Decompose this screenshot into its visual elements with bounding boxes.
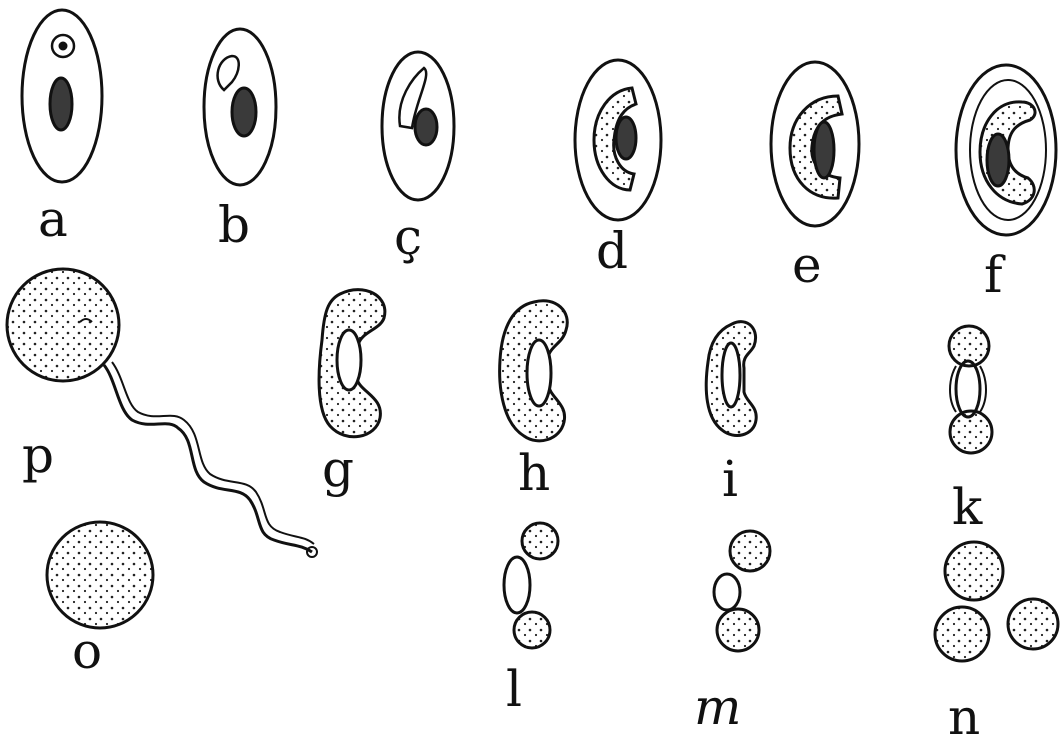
label-m: m (694, 678, 741, 736)
label-h: h (518, 444, 550, 502)
label-e: e (792, 236, 822, 294)
label-o: o (72, 622, 102, 680)
cell-g (319, 290, 385, 437)
cell-l (504, 523, 558, 648)
label-l: l (506, 660, 522, 718)
cell-o (47, 522, 153, 628)
label-b: b (218, 196, 250, 254)
label-i: i (722, 450, 738, 508)
label-p: p (22, 426, 54, 484)
cell-c (382, 52, 454, 200)
label-a: a (38, 190, 68, 248)
label-k: k (952, 478, 983, 536)
label-g: g (322, 440, 354, 498)
cell-p (7, 269, 317, 557)
cell-e (771, 62, 859, 226)
label-d: d (596, 222, 628, 280)
cell-i (706, 322, 756, 436)
cell-h (500, 301, 568, 441)
cell-f (956, 65, 1056, 235)
cell-m (714, 531, 770, 651)
cell-d (575, 60, 661, 220)
cell-b (204, 29, 276, 185)
cell-a (22, 10, 102, 182)
label-f: f (984, 246, 1006, 304)
label-n: n (948, 688, 980, 742)
label-c: ç (394, 208, 422, 266)
cell-k (949, 326, 992, 453)
cell-n (935, 542, 1058, 661)
